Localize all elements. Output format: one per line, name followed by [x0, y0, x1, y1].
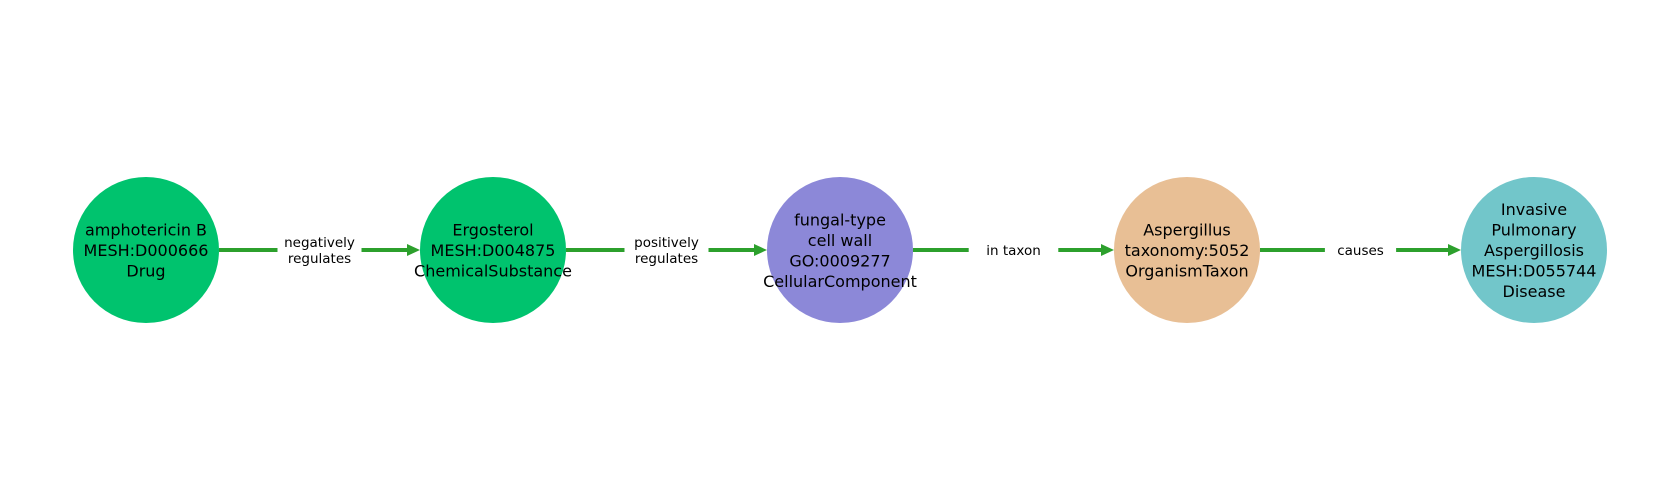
graph-node[interactable]: InvasivePulmonaryAspergillosisMESH:D0557…	[1461, 177, 1607, 323]
edge-label: in taxon	[986, 243, 1041, 259]
node-label: MESH:D055744	[1472, 262, 1597, 281]
arrowhead-icon	[754, 244, 767, 256]
edge-label: negatively	[284, 235, 355, 251]
node-label: MESH:D004875	[431, 241, 556, 260]
node-circle[interactable]	[767, 177, 913, 323]
node-label: amphotericin B	[85, 221, 207, 240]
node-circle[interactable]	[1461, 177, 1607, 323]
node-label: GO:0009277	[789, 251, 890, 270]
edge-label: positively	[634, 235, 699, 251]
node-label: Aspergillosis	[1484, 241, 1584, 260]
edge: in taxon	[913, 243, 1114, 259]
graph-node[interactable]: fungal-type cell wallGO:0009277CellularCo…	[763, 177, 917, 323]
node-label: cell wall	[808, 231, 872, 250]
node-label: Drug	[126, 262, 165, 281]
node-circle[interactable]	[73, 177, 219, 323]
node-label: MESH:D000666	[84, 241, 209, 260]
node-label: ChemicalSubstance	[414, 262, 572, 281]
edge-label: causes	[1337, 243, 1384, 259]
edge: causes	[1260, 243, 1461, 259]
node-label: OrganismTaxon	[1125, 262, 1248, 281]
node-circle[interactable]	[1114, 177, 1260, 323]
node-label: taxonomy:5052	[1125, 241, 1250, 260]
arrowhead-icon	[1101, 244, 1114, 256]
arrowhead-icon	[1448, 244, 1461, 256]
node-label: Pulmonary	[1491, 221, 1576, 240]
node-label: fungal-type	[794, 210, 886, 229]
node-circle[interactable]	[420, 177, 566, 323]
edge-label: regulates	[635, 251, 698, 267]
node-label: Ergosterol	[452, 221, 533, 240]
edge-label: regulates	[288, 251, 351, 267]
node-label: Invasive	[1501, 200, 1567, 219]
node-label: Disease	[1503, 282, 1566, 301]
node-label: CellularComponent	[763, 272, 917, 291]
node-label: Aspergillus	[1143, 221, 1231, 240]
arrowhead-icon	[407, 244, 420, 256]
